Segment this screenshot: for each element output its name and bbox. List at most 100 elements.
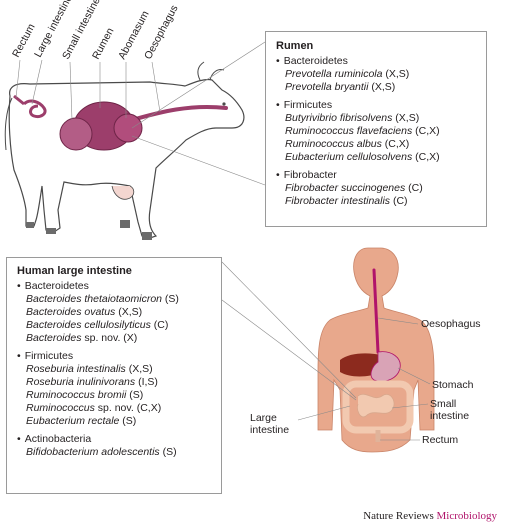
- species-substrate-note: sp. nov. (C,X): [94, 402, 162, 414]
- species-substrate-note: (X,S): [392, 112, 420, 124]
- label-stomach: Stomach: [432, 379, 474, 391]
- species-item: Prevotella bryantii (X,S): [276, 81, 476, 94]
- human-panel-title: Human large intestine: [17, 265, 132, 277]
- phylum-name: Bacteroidetes: [276, 55, 476, 68]
- label-small-intestine: Small intestine: [430, 398, 469, 422]
- phylum-name: Firmicutes: [276, 99, 476, 112]
- species-name: Bacteroides: [26, 332, 82, 344]
- species-item: Fibrobacter succinogenes (C): [276, 182, 476, 195]
- species-substrate-note: sp. nov. (X): [81, 332, 138, 344]
- cow-label-leader: [31, 59, 43, 105]
- label-rectum: Rectum: [422, 434, 459, 446]
- cow-eye-icon: [222, 102, 226, 106]
- credit-section: Microbiology: [436, 510, 498, 522]
- rumen-leader-line: [131, 41, 266, 186]
- species-substrate-note: (C,X): [381, 138, 410, 150]
- species-substrate-note: (C,X): [412, 125, 440, 137]
- species-name: Bifidobacterium adolescentis: [26, 446, 160, 458]
- species-name: Prevotella ruminicola: [285, 68, 383, 80]
- species-substrate-note: (S): [126, 389, 144, 401]
- credit-journal: Nature Reviews: [363, 510, 434, 522]
- human-digestive-tract: [340, 268, 414, 442]
- cow-body: [4, 61, 245, 240]
- cow-label-leaders: [15, 59, 161, 121]
- human-silhouette-icon: [317, 247, 435, 453]
- species-item: Bifidobacterium adolescentis (S): [17, 446, 211, 459]
- species-item: Ruminococcus albus (C,X): [276, 138, 476, 151]
- phylum-name: Firmicutes: [17, 350, 211, 363]
- species-name: Bacteroides cellulosilyticus: [26, 319, 151, 331]
- species-name: Fibrobacter intestinalis: [285, 195, 391, 207]
- species-substrate-note: (X,S): [368, 81, 396, 93]
- species-item: Eubacterium cellulosolvens (C,X): [276, 151, 476, 164]
- species-substrate-note: (I,S): [135, 376, 158, 388]
- rumen-panel-title: Rumen: [276, 40, 314, 52]
- species-name: Roseburia intestinalis: [26, 363, 126, 375]
- species-substrate-note: (X,S): [115, 306, 143, 318]
- cow-digestive-tract: [13, 94, 228, 151]
- species-name: Ruminococcus albus: [285, 138, 382, 150]
- cow-abomasum-icon: [113, 113, 143, 143]
- species-substrate-note: (C,X): [412, 151, 440, 163]
- phylum-name: Fibrobacter: [276, 169, 476, 182]
- label-small-intestine-line2: intestine: [430, 410, 470, 422]
- species-name: Eubacterium rectale: [26, 415, 120, 427]
- species-substrate-note: (X,S): [125, 363, 153, 375]
- phylum-name: Actinobacteria: [17, 433, 211, 446]
- cow-hoof-icon: [26, 220, 152, 240]
- species-item: Bacteroides ovatus (X,S): [17, 306, 211, 319]
- label-oesophagus: Oesophagus: [421, 318, 481, 330]
- phylum-name: Bacteroidetes: [17, 280, 211, 293]
- cow-rectum-icon: [13, 94, 25, 106]
- cow-udder-icon: [111, 185, 135, 200]
- cow-label-leader: [151, 61, 161, 113]
- cow-small-intestine-icon: [59, 117, 93, 151]
- species-name: Ruminococcus bromii: [26, 389, 127, 401]
- species-substrate-note: (S): [159, 446, 177, 458]
- species-name: Prevotella bryantii: [285, 81, 369, 93]
- species-name: Fibrobacter succinogenes: [285, 182, 406, 194]
- label-large-intestine-line2: intestine: [250, 424, 290, 436]
- label-large-intestine: Large intestine: [250, 412, 289, 436]
- label-small-intestine-line1: Small: [430, 398, 457, 410]
- species-substrate-note: (S): [162, 293, 179, 305]
- human-body: [317, 247, 435, 453]
- species-name: Roseburia inulinivorans: [26, 376, 136, 388]
- cow-outline-icon: [8, 78, 245, 239]
- species-item: Ruminococcus flavefaciens (C,X): [276, 125, 476, 138]
- species-item: Bacteroides sp. nov. (X): [17, 332, 211, 345]
- species-name: Ruminococcus flavefaciens: [285, 125, 413, 137]
- species-item: Bacteroides cellulosilyticus (C): [17, 319, 211, 332]
- cow-label-leader: [15, 59, 21, 99]
- label-large-intestine-line1: Large: [250, 412, 277, 424]
- species-substrate-note: (C): [150, 319, 169, 331]
- species-item: Roseburia inulinivorans (I,S): [17, 376, 211, 389]
- human-small-intestine-icon: [357, 393, 395, 418]
- species-substrate-note: (S): [119, 415, 137, 427]
- cow-tail-icon: [4, 97, 13, 151]
- species-item: Ruminococcus bromii (S): [17, 389, 211, 402]
- cow-oesophagus-icon: [130, 104, 228, 122]
- cow-label-leader: [69, 61, 73, 121]
- human-stomach-icon: [370, 351, 401, 382]
- cow-large-intestine-icon: [22, 99, 47, 118]
- species-item: Eubacterium rectale (S): [17, 415, 211, 428]
- species-item: Bacteroides thetaiotaomicron (S): [17, 293, 211, 306]
- species-item: Fibrobacter intestinalis (C): [276, 195, 476, 208]
- species-substrate-note: (X,S): [382, 68, 410, 80]
- species-name: Ruminococcus: [26, 402, 95, 414]
- species-item: Ruminococcus sp. nov. (C,X): [17, 402, 211, 415]
- human-panel: Human large intestine BacteroidetesBacte…: [6, 257, 222, 494]
- species-substrate-note: (C): [405, 182, 423, 194]
- species-name: Bacteroides thetaiotaomicron: [26, 293, 162, 305]
